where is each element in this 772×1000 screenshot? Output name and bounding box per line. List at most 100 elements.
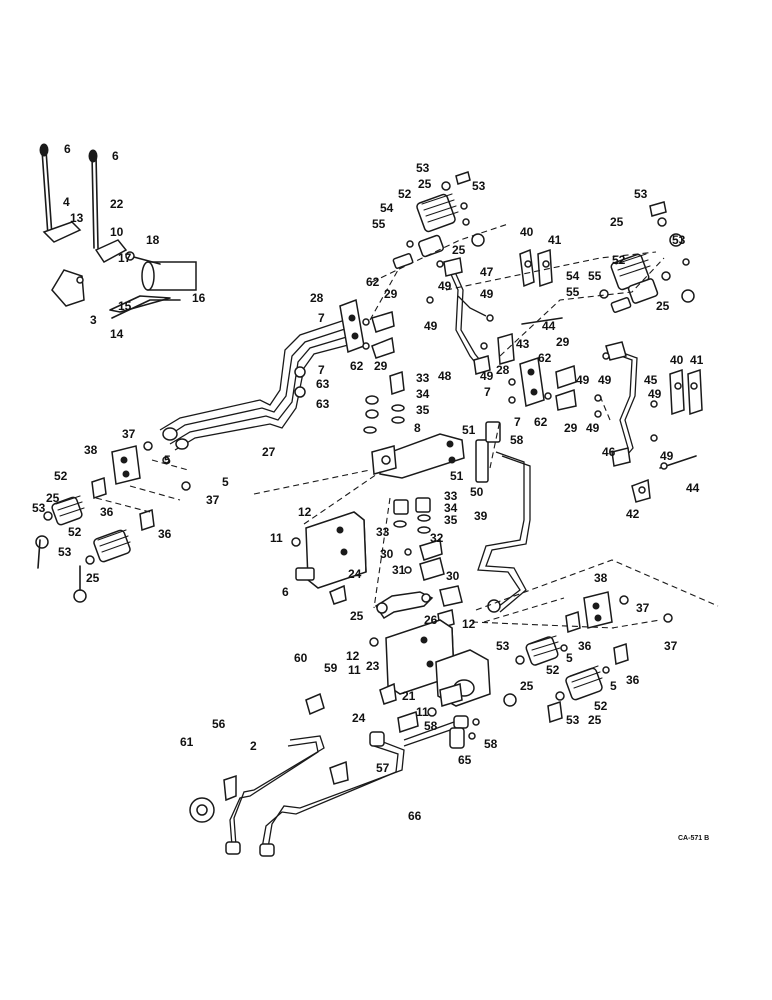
callout-33-b: 33 <box>376 525 390 539</box>
callout-28-b: 28 <box>496 363 510 377</box>
callout-34-b: 34 <box>444 501 458 515</box>
callout-29-d: 29 <box>564 421 578 435</box>
callout-11: 6 <box>282 585 289 599</box>
callout-6-right: 6 <box>112 149 119 163</box>
callout-59-a: 58 <box>424 719 438 733</box>
dashed-leaders <box>95 223 719 629</box>
callout-53-e: 53 <box>32 501 46 515</box>
callout-49-f: 49 <box>586 421 600 435</box>
callout-25-g: 25 <box>520 679 534 693</box>
callout-17: 16 <box>192 291 206 305</box>
callout-35-b: 35 <box>444 513 458 527</box>
callout-18: 17 <box>118 251 132 265</box>
callout-12-a: 12 <box>298 505 312 519</box>
callout-45: 45 <box>644 373 658 387</box>
control-valve-12-lower <box>369 619 491 733</box>
callout-63-b: 62 <box>350 359 364 373</box>
callout-63-a: 62 <box>366 275 380 289</box>
callout-49-c: 49 <box>424 319 438 333</box>
callout-53-c: 53 <box>634 187 648 201</box>
manifold-block-28-upper <box>339 298 395 359</box>
quick-coupler-upper-right <box>599 201 695 313</box>
callout-34-a: 34 <box>416 387 430 401</box>
callout-56: 58 <box>510 433 524 447</box>
callout-53-g: 53 <box>496 639 510 653</box>
callout-29-b: 29 <box>374 359 388 373</box>
callout-38-b: 38 <box>594 571 608 585</box>
tube-47-48 <box>426 257 494 375</box>
callout-25-f: 25 <box>86 571 100 585</box>
callout-23-b: 24 <box>352 711 366 725</box>
callout-8: 8 <box>414 421 421 435</box>
callout-48: 48 <box>438 369 452 383</box>
callout-7-d: 7 <box>514 415 521 429</box>
control-valve-11 <box>291 511 367 605</box>
callout-35-a: 35 <box>416 403 430 417</box>
callout-labels: 6 6 4 22 13 10 18 17 15 16 14 3 53 25 53… <box>32 142 709 842</box>
callout-33-a: 33 <box>416 371 430 385</box>
callout-49-b: 49 <box>480 287 494 301</box>
drawing-code: CA-571 B <box>678 835 709 842</box>
callout-12-b: 12 <box>462 617 476 631</box>
callout-5-a: 5 <box>164 453 171 467</box>
callout-49-h: 49 <box>648 387 662 401</box>
quick-coupler-upper-center <box>392 171 485 269</box>
callout-31: 31 <box>392 563 406 577</box>
callout-55-a: 55 <box>372 217 386 231</box>
callout-61: 60 <box>294 651 308 665</box>
callout-2: 2 <box>250 739 257 753</box>
callout-37-c: 37 <box>636 601 650 615</box>
callout-52-a: 52 <box>398 187 412 201</box>
callout-25-h: 25 <box>588 713 602 727</box>
callout-44-b: 44 <box>686 481 700 495</box>
callout-25-c: 25 <box>610 215 624 229</box>
quick-coupler-left-upper <box>35 495 85 549</box>
quick-coupler-left-lower <box>37 529 131 603</box>
callout-37-d: 37 <box>664 639 678 653</box>
callout-52-c: 52 <box>54 469 68 483</box>
callout-53-h: 53 <box>566 713 580 727</box>
callout-5-d: 5 <box>610 679 617 693</box>
callout-64-a: 63 <box>316 377 330 391</box>
callout-36-b: 36 <box>158 527 172 541</box>
callout-41-b: 41 <box>690 353 704 367</box>
callout-57: 56 <box>212 717 226 731</box>
callout-41-a: 41 <box>548 233 562 247</box>
callout-40-a: 40 <box>520 225 534 239</box>
fittings-center <box>393 497 463 607</box>
callout-25-a: 25 <box>418 177 432 191</box>
callout-3: 3 <box>90 313 97 327</box>
callout-36-d: 36 <box>626 673 640 687</box>
callout-49-a: 49 <box>438 279 452 293</box>
callout-28-a: 28 <box>310 291 324 305</box>
callout-5-c: 5 <box>566 651 573 665</box>
callout-52-f: 52 <box>594 699 608 713</box>
callout-21: 22 <box>110 197 124 211</box>
callout-59-b: 58 <box>484 737 498 751</box>
callout-66: 66 <box>408 809 422 823</box>
callout-23-a: 24 <box>348 567 362 581</box>
clamps-40-41-right <box>631 368 703 503</box>
callout-36-a: 36 <box>100 505 114 519</box>
callout-7-b: 7 <box>318 363 325 377</box>
callout-25-d: 25 <box>656 299 670 313</box>
callout-19: 18 <box>146 233 160 247</box>
callout-6-left: 6 <box>64 142 71 156</box>
callout-51-b: 51 <box>450 469 464 483</box>
callout-54-a: 54 <box>380 201 394 215</box>
callout-49-g: 49 <box>598 373 612 387</box>
callout-55-b: 55 <box>588 269 602 283</box>
callout-64-b: 63 <box>316 397 330 411</box>
callout-29-a: 29 <box>384 287 398 301</box>
callout-22: 23 <box>366 659 380 673</box>
callout-43: 43 <box>516 337 530 351</box>
bracket-8-and-tube-39 <box>363 370 531 613</box>
callout-54-b: 54 <box>566 269 580 283</box>
callout-49-i: 49 <box>660 449 674 463</box>
callout-52-d: 52 <box>68 525 82 539</box>
quick-coupler-right-upper <box>503 635 568 707</box>
callout-15: 14 <box>110 327 124 341</box>
callout-13-b: 11 <box>348 663 361 677</box>
callout-62: 61 <box>180 735 194 749</box>
callout-53-a: 53 <box>416 161 430 175</box>
